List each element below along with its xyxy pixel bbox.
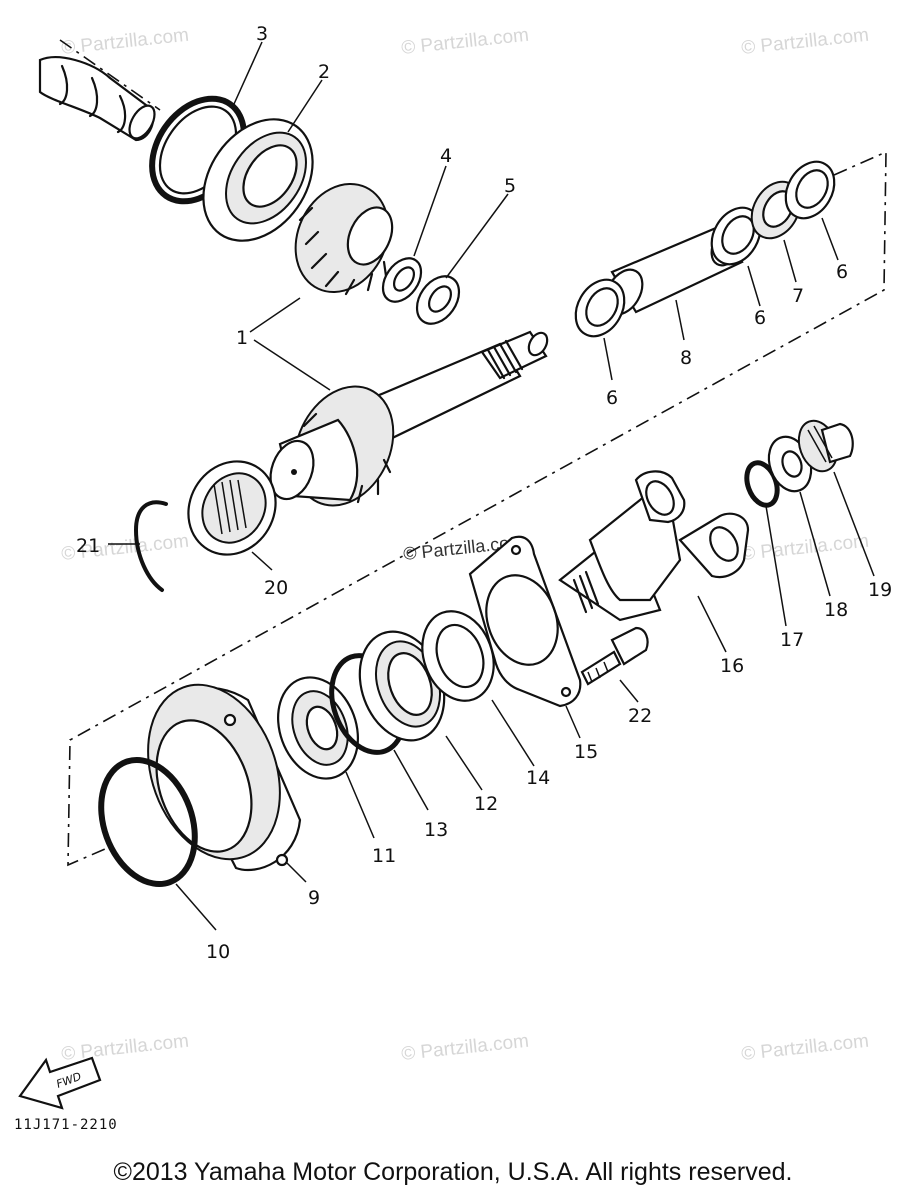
- callout-13: 13: [424, 819, 448, 841]
- copyright-notice: ©2013 Yamaha Motor Corporation, U.S.A. A…: [113, 1158, 793, 1186]
- part-16-yoke: [558, 470, 750, 622]
- leader-lines: [108, 41, 875, 931]
- watermark: © Partzilla.com: [740, 25, 870, 59]
- part-1-bevel-gear: [294, 182, 394, 296]
- watermark: © Partzilla.com: [740, 531, 870, 565]
- part-20-needle-bearing: [187, 460, 277, 556]
- callout-17: 17: [780, 629, 804, 651]
- callout-9: 9: [308, 887, 320, 909]
- callout-19: 19: [868, 579, 892, 601]
- diagram-code: 11J171-2210: [14, 1117, 118, 1133]
- part-21-circlip: [134, 500, 168, 592]
- callout-14: 14: [526, 767, 550, 789]
- callout-8: 8: [680, 347, 692, 369]
- callout-20: 20: [264, 577, 288, 599]
- watermark: © Partzilla.com: [60, 1031, 190, 1065]
- callout-3: 3: [256, 23, 268, 45]
- fwd-arrow-icon: FWD: [18, 1056, 102, 1110]
- callout-labels: 1 2 3 4 5 6 6 6 7 8 9 10 11 12 13 14 15 …: [76, 23, 892, 963]
- callout-6: 6: [836, 261, 848, 283]
- callout-10: 10: [206, 941, 230, 963]
- watermark: © Partzilla.com: [400, 1031, 530, 1065]
- watermarks: © Partzilla.com © Partzilla.com © Partzi…: [60, 25, 870, 1065]
- callout-2: 2: [318, 61, 330, 83]
- part-9-bearing-housing: [147, 683, 302, 872]
- part-6-shim: [710, 206, 762, 266]
- callout-18: 18: [824, 599, 848, 621]
- part-11-bearing: [277, 676, 359, 780]
- part-6-shim: [574, 278, 626, 338]
- callout-21: 21: [76, 535, 100, 557]
- part-19-nut: [797, 419, 854, 473]
- part-6-shim: [784, 160, 836, 220]
- watermark: © Partzilla.com: [60, 25, 190, 59]
- callout-22: 22: [628, 705, 652, 727]
- part-4-lock-washer: [381, 257, 423, 303]
- callout-6: 6: [754, 307, 766, 329]
- watermark: © Partzilla.com: [400, 25, 530, 59]
- callout-1: 1: [236, 327, 248, 349]
- part-22-bolt: [580, 626, 649, 686]
- assembly-lines: [59, 39, 887, 867]
- part-5-nut: [415, 275, 461, 325]
- callout-16: 16: [720, 655, 744, 677]
- callout-11: 11: [372, 845, 396, 867]
- part-2-bearing: [202, 118, 314, 242]
- callout-6: 6: [606, 387, 618, 409]
- input-shaft-stub: [38, 56, 156, 142]
- callout-12: 12: [474, 793, 498, 815]
- part-1-drive-shaft: [269, 330, 549, 507]
- callout-15: 15: [574, 741, 598, 763]
- watermark: © Partzilla.com: [740, 1031, 870, 1065]
- callout-5: 5: [504, 175, 516, 197]
- part-15-gasket: [468, 535, 582, 708]
- callout-7: 7: [792, 285, 804, 307]
- part-10-o-ring: [98, 757, 198, 887]
- callout-4: 4: [440, 145, 452, 167]
